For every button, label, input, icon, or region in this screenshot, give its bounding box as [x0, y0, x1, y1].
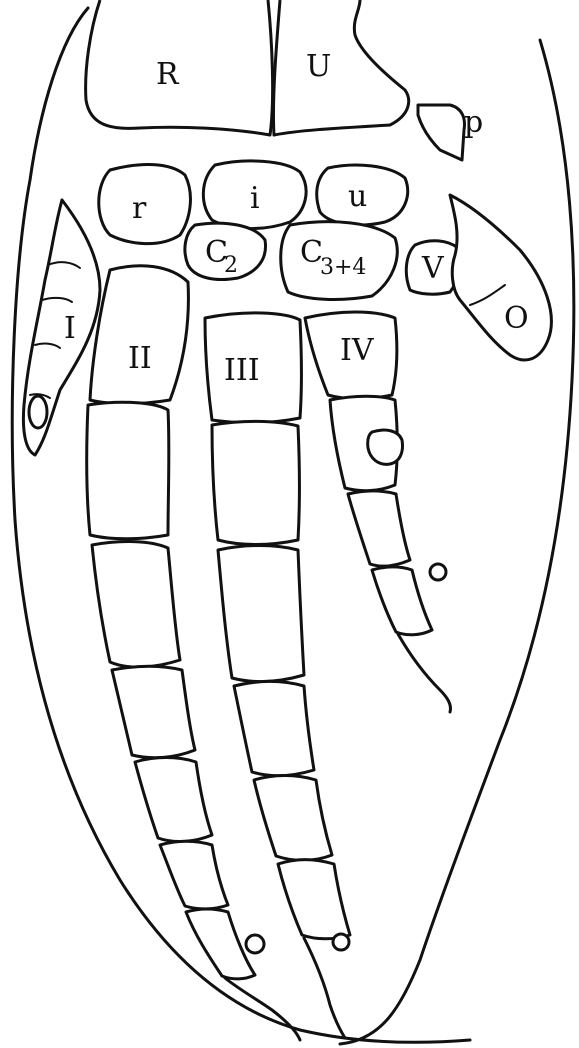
- digit-1-joint-1: [48, 262, 80, 268]
- digit-2-phalanx-5: [160, 841, 228, 909]
- label-pisiform: p: [464, 105, 483, 140]
- radius-bone: [86, 0, 273, 135]
- digit-1-tip: [29, 396, 47, 428]
- label-radiale: r: [132, 191, 147, 226]
- digit-4-distal-tip: [398, 634, 451, 712]
- digit-2-tip-nodule: [246, 935, 264, 953]
- label-outer: O: [504, 301, 529, 336]
- digit-3-phalanx-3: [234, 682, 314, 776]
- digit-4-tip-nodule: [430, 564, 446, 580]
- digit-1-joint-2: [42, 298, 72, 302]
- label-ulna: U: [306, 49, 331, 84]
- digit-1-joint-3: [35, 344, 60, 348]
- label-intermedium: i: [250, 181, 260, 216]
- pisiform-bone: [418, 105, 464, 160]
- digit-2-phalanx-3: [112, 666, 195, 757]
- label-digit-4: IV: [340, 333, 375, 368]
- digit-3-distal-tip: [304, 938, 345, 1038]
- digit-4-inner-nodule: [368, 430, 403, 464]
- digit-3-tip-nodule: [333, 934, 349, 950]
- ulna-bone: [273, 0, 408, 135]
- digit-4-phalanx-3: [372, 567, 432, 635]
- digit-3-phalanx-4: [254, 776, 332, 861]
- digit-3-phalanx-1: [212, 421, 300, 544]
- label-digit-1: I: [64, 311, 76, 346]
- digit-2-phalanx-4: [135, 758, 212, 842]
- digit-2-phalanx-2: [92, 542, 180, 668]
- digit-4-phalanx-2: [348, 491, 410, 566]
- digit-3-phalanx-2: [218, 546, 304, 682]
- digit-3-phalanx-5: [278, 860, 350, 939]
- label-digit-2: II: [128, 341, 152, 376]
- outer-bone: [450, 195, 551, 360]
- label-ulnare: u: [348, 179, 367, 214]
- label-carpal-2-sub: 2: [224, 253, 238, 278]
- digit-2-distal-tip: [225, 978, 300, 1040]
- label-digit-3: III: [224, 353, 260, 388]
- label-carpal-5: V: [421, 251, 445, 286]
- label-radius: R: [156, 57, 180, 92]
- digit-2-phalanx-1: [87, 402, 169, 538]
- digit-2-metacarpal: [90, 266, 188, 404]
- label-carpal-3-4-sub: 3+4: [320, 255, 366, 280]
